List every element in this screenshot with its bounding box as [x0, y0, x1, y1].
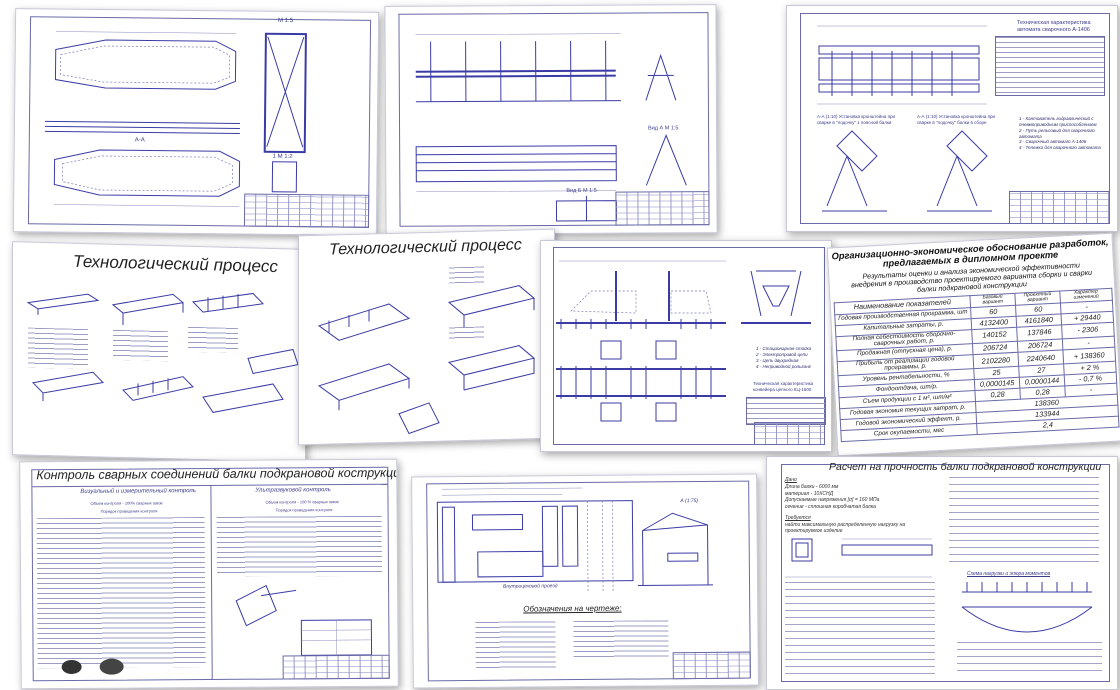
drawing-frame — [552, 247, 826, 445]
spec-title: Техническая характеристика конвейера цеп… — [753, 381, 814, 392]
title-block — [282, 654, 391, 680]
step-notes — [188, 326, 238, 354]
legend-list — [475, 621, 556, 670]
sheet-title: Расчет на прочность балки подкрановой ко… — [829, 461, 1102, 473]
formula-block — [785, 582, 935, 677]
section-right-label: А-А (1:10) Установка кронштейна при свар… — [917, 114, 996, 125]
required-heading: Требуется — [785, 514, 811, 521]
shop-layout-drawing — [436, 487, 714, 591]
legend-item: 3 - Сварочный автомат А-1406 — [1019, 139, 1087, 145]
given-line: материал - 10ХСНД — [785, 490, 834, 497]
legend-item: 4 - Неприводной рольганг — [756, 364, 811, 370]
view-label: А (1:75) — [680, 498, 699, 505]
sheet-beam-drawing[interactable]: М 1:5 А-А 1 М 1:2 — [12, 8, 380, 236]
scale-label: М 1:5 — [278, 17, 294, 25]
sheet-strength-calc[interactable]: Расчет на прочность балки подкрановой ко… — [766, 456, 1118, 690]
fixture-drawing — [415, 33, 687, 222]
sheet-conveyor[interactable]: 1 - Стационарная стойка 2 - Электроприво… — [540, 240, 832, 452]
step-notes — [113, 329, 168, 362]
legend: 1 - Стационарная стойка 2 - Электроприво… — [756, 346, 811, 370]
legend-item: 1 - Кантователь гидравлический с пневмоп… — [1019, 116, 1097, 127]
sheet-economics[interactable]: Организационно-экономическое обоснование… — [826, 232, 1120, 457]
economics-table: Наименование показателей Базовый вариант… — [834, 288, 1120, 442]
legend-item: 2 - Электропривод цепи — [756, 352, 808, 358]
required-line: проектируемое изделие — [785, 528, 843, 535]
sheet-tech-process-2[interactable]: Технологический процесс — [298, 228, 555, 446]
title-block — [673, 651, 751, 679]
legend-item: 3 - Цепь двухрядная — [756, 358, 799, 364]
passage-label: Внутрицеховой проезд — [503, 583, 558, 590]
view-a-label: Вид А М 1:5 — [648, 125, 679, 132]
spec-table — [995, 36, 1105, 96]
process-steps-drawing — [317, 285, 536, 435]
formula-block — [957, 642, 1102, 677]
sheet-welding-automat[interactable]: Техническая характеристика автомата свар… — [786, 5, 1118, 232]
spec-table — [746, 397, 826, 425]
sheet-tech-process-1[interactable]: Технологический процесс — [12, 241, 306, 463]
automat-plan-drawing — [817, 25, 992, 212]
drawing-frame — [781, 463, 1110, 683]
view-b-label: Вид Б М 1:5 — [566, 187, 597, 194]
section-label: А-А — [134, 137, 145, 144]
step-notes — [28, 327, 88, 370]
scheme-label: Схема нагрузки и эпюра моментов — [967, 571, 1051, 577]
sheet-fixture-drawing[interactable]: Вид А М 1:5 Вид Б М 1:5 — [384, 4, 718, 235]
given-heading: Дано — [785, 477, 797, 483]
required-line: найти максимальную распределенную нагруз… — [785, 521, 906, 528]
step-notes — [449, 326, 484, 342]
given-line: Допускаемые напряжения [σ] = 160 МПа — [785, 497, 880, 504]
beam-drawing — [44, 31, 307, 207]
title-block — [753, 421, 826, 445]
step-notes — [449, 266, 484, 284]
given-line: Длина балки - 6000 мм — [785, 483, 839, 490]
sheet-shop-layout[interactable]: А (1:75) Внутрицеховой проезд Обозначени… — [411, 473, 759, 689]
calc-drawing — [785, 538, 1093, 633]
title-block — [1009, 190, 1111, 225]
legend-item: 2 - Путь рельсовый для сварочного автома… — [1019, 127, 1095, 139]
legend: 1 - Кантователь гидравлический с пневмоп… — [1019, 116, 1111, 151]
drawing-frame — [800, 12, 1111, 225]
title-block — [243, 193, 370, 229]
legend-list — [573, 620, 669, 660]
ultrasonic-probe-drawing — [61, 584, 373, 675]
title-block — [615, 191, 710, 226]
spec-title: Техническая характеристика автомата свар… — [1017, 20, 1091, 33]
sheet-weld-control[interactable]: Контроль сварных соединений балки подкра… — [19, 458, 399, 690]
formula-block — [949, 477, 1099, 565]
section-left-label: А-А (1:10) Установка кронштейна при свар… — [817, 114, 896, 125]
legend-item: 1 - Стационарная стойка — [756, 346, 812, 351]
conveyor-drawing — [556, 260, 811, 422]
given-block: Дано Длина балки - 6000 мм материал - 10… — [785, 477, 945, 535]
legend-item: 4 - Тележка для сварочного автомата — [1019, 145, 1101, 151]
given-line: сечение - сплошная коробчатая балка — [785, 504, 876, 510]
detail-label: 1 М 1:2 — [272, 153, 293, 161]
legend-title: Обозначения на чертеже: — [523, 603, 622, 614]
